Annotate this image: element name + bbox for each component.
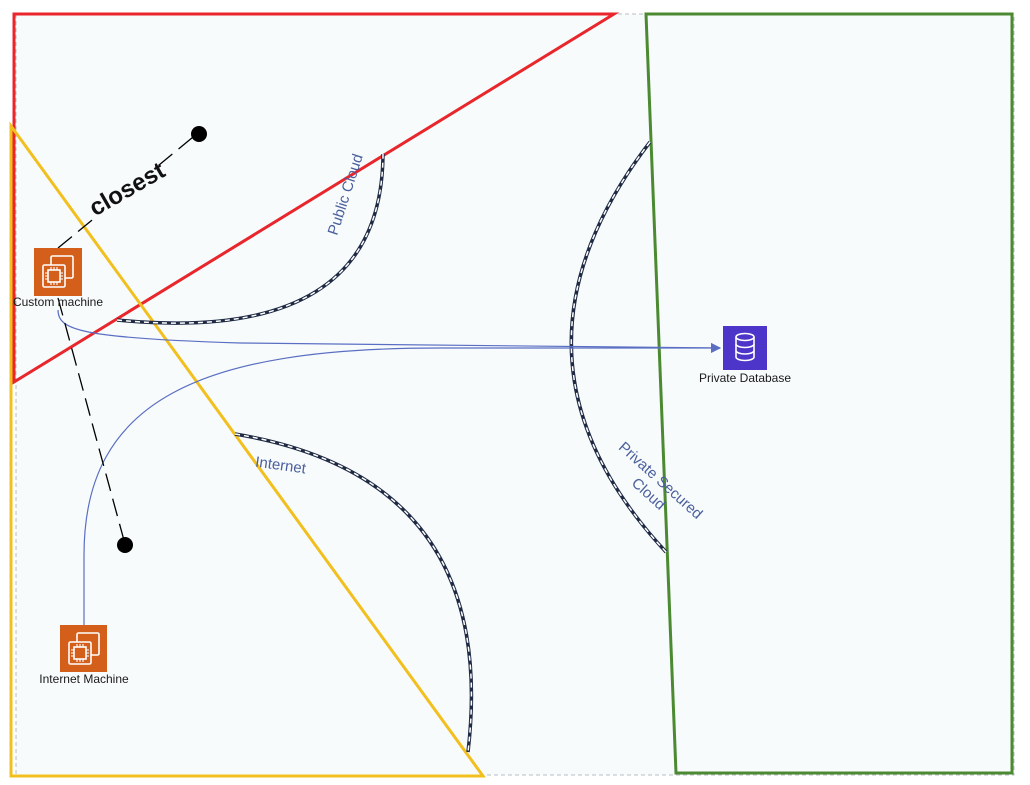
endpoint-dot-lower[interactable]	[117, 537, 133, 553]
connector-internet-machine-to-database[interactable]	[83, 343, 721, 626]
chip-icon	[42, 255, 74, 288]
internet-machine-node[interactable]: Internet Machine	[39, 625, 129, 686]
private-database-label: Private Database	[699, 371, 791, 385]
internet-zone[interactable]	[9, 121, 486, 778]
chip-icon	[68, 632, 100, 665]
closest-label-backdrop	[86, 158, 168, 220]
private-secured-cloud-arc	[569, 140, 668, 554]
closest-line-lower	[57, 297, 126, 545]
internet-arc	[234, 432, 474, 753]
public-cloud-zone[interactable]	[12, 12, 620, 385]
custom-machine-node[interactable]: Custom machine	[13, 248, 103, 309]
private-secured-cloud-zone[interactable]	[644, 12, 1014, 775]
canvas-background	[16, 14, 1014, 775]
internet-machine-label: Internet Machine	[39, 672, 129, 686]
database-cylinder-icon	[735, 332, 755, 362]
custom-machine-label: Custom machine	[13, 295, 103, 309]
private-database-node[interactable]: Private Database	[699, 326, 791, 385]
endpoint-dot-upper[interactable]	[191, 126, 207, 142]
connector-custom-machine-to-database[interactable]	[57, 309, 721, 353]
public-cloud-arc	[116, 153, 385, 325]
